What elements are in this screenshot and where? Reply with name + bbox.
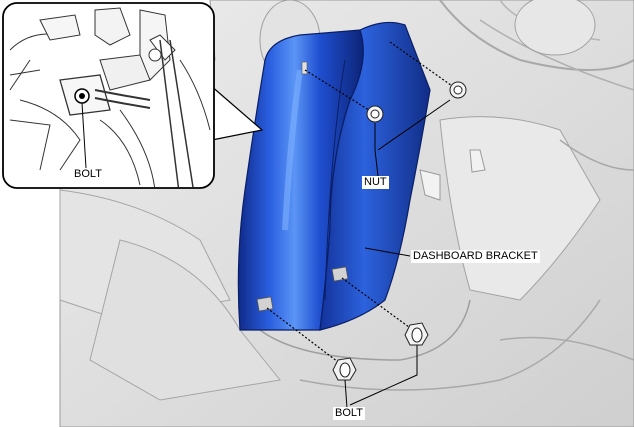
inset-bolt: [74, 88, 90, 104]
inset-bolt-label: BOLT: [72, 168, 104, 181]
fastener-guide-lines: [266, 41, 456, 366]
bolt-lower-left: [332, 357, 357, 381]
inset-detail-view: [2, 2, 215, 189]
nut-upper-left: [366, 105, 384, 123]
nut-label: NUT: [362, 176, 389, 189]
nut-upper-right: [449, 81, 467, 99]
bolt-label: BOLT: [333, 407, 365, 420]
bolt-lower-right: [404, 322, 429, 346]
leader-lines: [344, 99, 451, 409]
dashboard-bracket-label: DASHBOARD BRACKET: [411, 250, 540, 263]
